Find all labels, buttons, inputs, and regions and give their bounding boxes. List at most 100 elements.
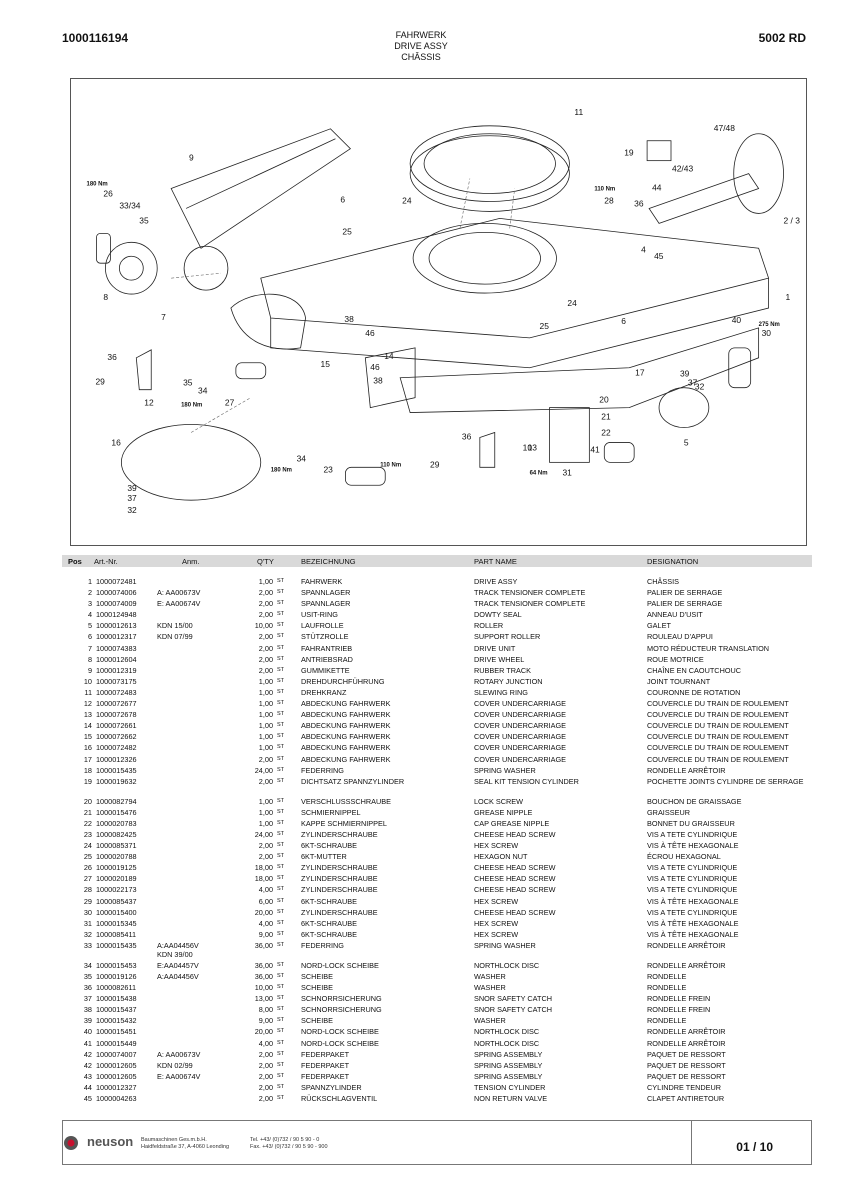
unit-cell: ST <box>277 830 285 837</box>
article-number-cell: 1000015435 <box>96 765 137 775</box>
contact-numbers: Tel. +43/ (0)732 / 90 5 90 - 0 Fax. +43/… <box>250 1137 328 1151</box>
part-callout: 47/48 <box>714 123 735 133</box>
designation-cell: RONDELLE FREIN <box>647 994 711 1004</box>
part-name-cell: SPRING ASSEMBLY <box>474 1060 543 1070</box>
part-name-cell: DRIVE UNIT <box>474 643 516 653</box>
part-callout: 11 <box>574 107 583 117</box>
pos-cell: 35 <box>83 972 92 981</box>
unit-cell: ST <box>277 1061 285 1068</box>
designation-cell: BOUCHON DE GRAISSAGE <box>647 796 742 806</box>
part-callout: 26 <box>103 188 113 198</box>
german-name-cell: FEDERRING <box>301 940 344 950</box>
footer-divider <box>691 1121 692 1164</box>
article-number-cell: 1000019125 <box>96 863 137 873</box>
part-name-cell: SPRING WASHER <box>474 765 536 775</box>
quantity-cell: 20,00 <box>254 1027 273 1037</box>
quantity-cell: 9,00 <box>258 929 273 939</box>
designation-cell: RONDELLE ARRÊTOIR <box>647 940 726 950</box>
part-name-cell: CHEESE HEAD SCREW <box>474 885 556 895</box>
part-callout: 23 <box>323 464 333 474</box>
article-number-cell: 1000015345 <box>96 918 137 928</box>
quantity-cell: 2,00 <box>258 754 273 764</box>
part-callout: 36 <box>462 431 472 441</box>
article-number-cell: 1000015435 <box>96 940 137 950</box>
remark-cell: E: AA00674V <box>157 599 201 609</box>
quantity-cell: 1,00 <box>258 796 273 806</box>
unit-cell: ST <box>277 1083 285 1090</box>
unit-cell: ST <box>277 1039 285 1046</box>
quantity-cell: 2,00 <box>258 841 273 851</box>
quantity-cell: 1,00 <box>258 732 273 742</box>
brand-name: neuson <box>87 1134 134 1149</box>
part-name-cell: HEX SCREW <box>474 896 519 906</box>
german-name-cell: SPANNLAGER <box>301 588 351 598</box>
pos-cell: 45 <box>83 1094 92 1104</box>
article-number-cell: 1000072661 <box>96 721 137 731</box>
german-name-cell: FEDERPAKET <box>301 1060 350 1070</box>
german-name-cell: LAUFROLLE <box>301 621 344 631</box>
part-name-cell: CHEESE HEAD SCREW <box>474 863 556 873</box>
header-bez: BEZEICHNUNG <box>301 557 356 566</box>
part-callout: 21 <box>601 412 611 422</box>
pos-cell: 25 <box>83 852 92 862</box>
part-name-cell: COVER UNDERCARRIAGE <box>474 710 567 720</box>
part-name-cell: SNOR SAFETY CATCH <box>474 994 552 1004</box>
unit-cell: ST <box>277 1006 285 1013</box>
table-header: Pos Art.-Nr. Anm. Q'TY BEZEICHNUNG PART … <box>62 555 812 567</box>
pos-cell: 22 <box>83 818 92 828</box>
pos-cell: 17 <box>83 754 92 764</box>
quantity-cell: 10,00 <box>254 621 273 631</box>
quantity-cell: 9,00 <box>258 1016 273 1026</box>
quantity-cell: 24,00 <box>254 829 273 839</box>
unit-cell: ST <box>277 633 285 640</box>
part-callout: 10 <box>523 442 533 452</box>
part-name-cell: COVER UNDERCARRIAGE <box>474 754 567 764</box>
part-name-cell: TRACK TENSIONER COMPLETE <box>474 599 586 609</box>
pos-cell: 7 <box>87 643 92 653</box>
pos-cell: 1 <box>87 577 92 586</box>
article-number-cell: 1000012613 <box>96 621 137 631</box>
unit-cell: ST <box>277 777 285 784</box>
designation-cell: ÉCROU HEXAGONAL <box>647 852 721 862</box>
german-name-cell: 6KT-SCHRAUBE <box>301 841 357 851</box>
designation-cell: CHAÎNE EN CAOUTCHOUC <box>647 665 742 675</box>
part-name-cell: HEX SCREW <box>474 929 519 939</box>
page-number: 01 / 10 <box>736 1140 773 1154</box>
pos-cell: 21 <box>83 807 92 817</box>
designation-cell: VIS À TÊTE HEXAGONALE <box>647 841 739 851</box>
part-callout: 39 <box>680 369 690 379</box>
article-number-cell: 1000124948 <box>96 610 137 620</box>
article-number-cell: 1000012605 <box>96 1060 137 1070</box>
unit-cell: ST <box>277 1028 285 1035</box>
german-name-cell: 6KT-SCHRAUBE <box>301 929 357 939</box>
unit-cell: ST <box>277 853 285 860</box>
part-name-cell: WASHER <box>474 1016 506 1026</box>
german-name-cell: ABDECKUNG FAHRWERK <box>301 743 391 753</box>
german-name-cell: SCHEIBE <box>301 983 334 993</box>
quantity-cell: 2,00 <box>258 776 273 786</box>
torque-callout: 180 Nm <box>181 403 202 409</box>
header-qty: Q'TY <box>257 557 274 566</box>
part-name-cell: GREASE NIPPLE <box>474 807 533 817</box>
unit-cell: ST <box>277 842 285 849</box>
part-name-cell: CHEESE HEAD SCREW <box>474 907 556 917</box>
designation-cell: PAQUET DE RESSORT <box>647 1060 726 1070</box>
german-name-cell: DICHTSATZ SPANNZYLINDER <box>301 776 405 786</box>
designation-cell: PAQUET DE RESSORT <box>647 1071 726 1081</box>
german-name-cell: FAHRWERK <box>301 577 343 586</box>
unit-cell: ST <box>277 733 285 740</box>
designation-cell: VIS A TETE CYLINDRIQUE <box>647 907 738 917</box>
part-callout: 29 <box>430 459 440 469</box>
german-name-cell: ZYLINDERSCHRAUBE <box>301 885 378 895</box>
